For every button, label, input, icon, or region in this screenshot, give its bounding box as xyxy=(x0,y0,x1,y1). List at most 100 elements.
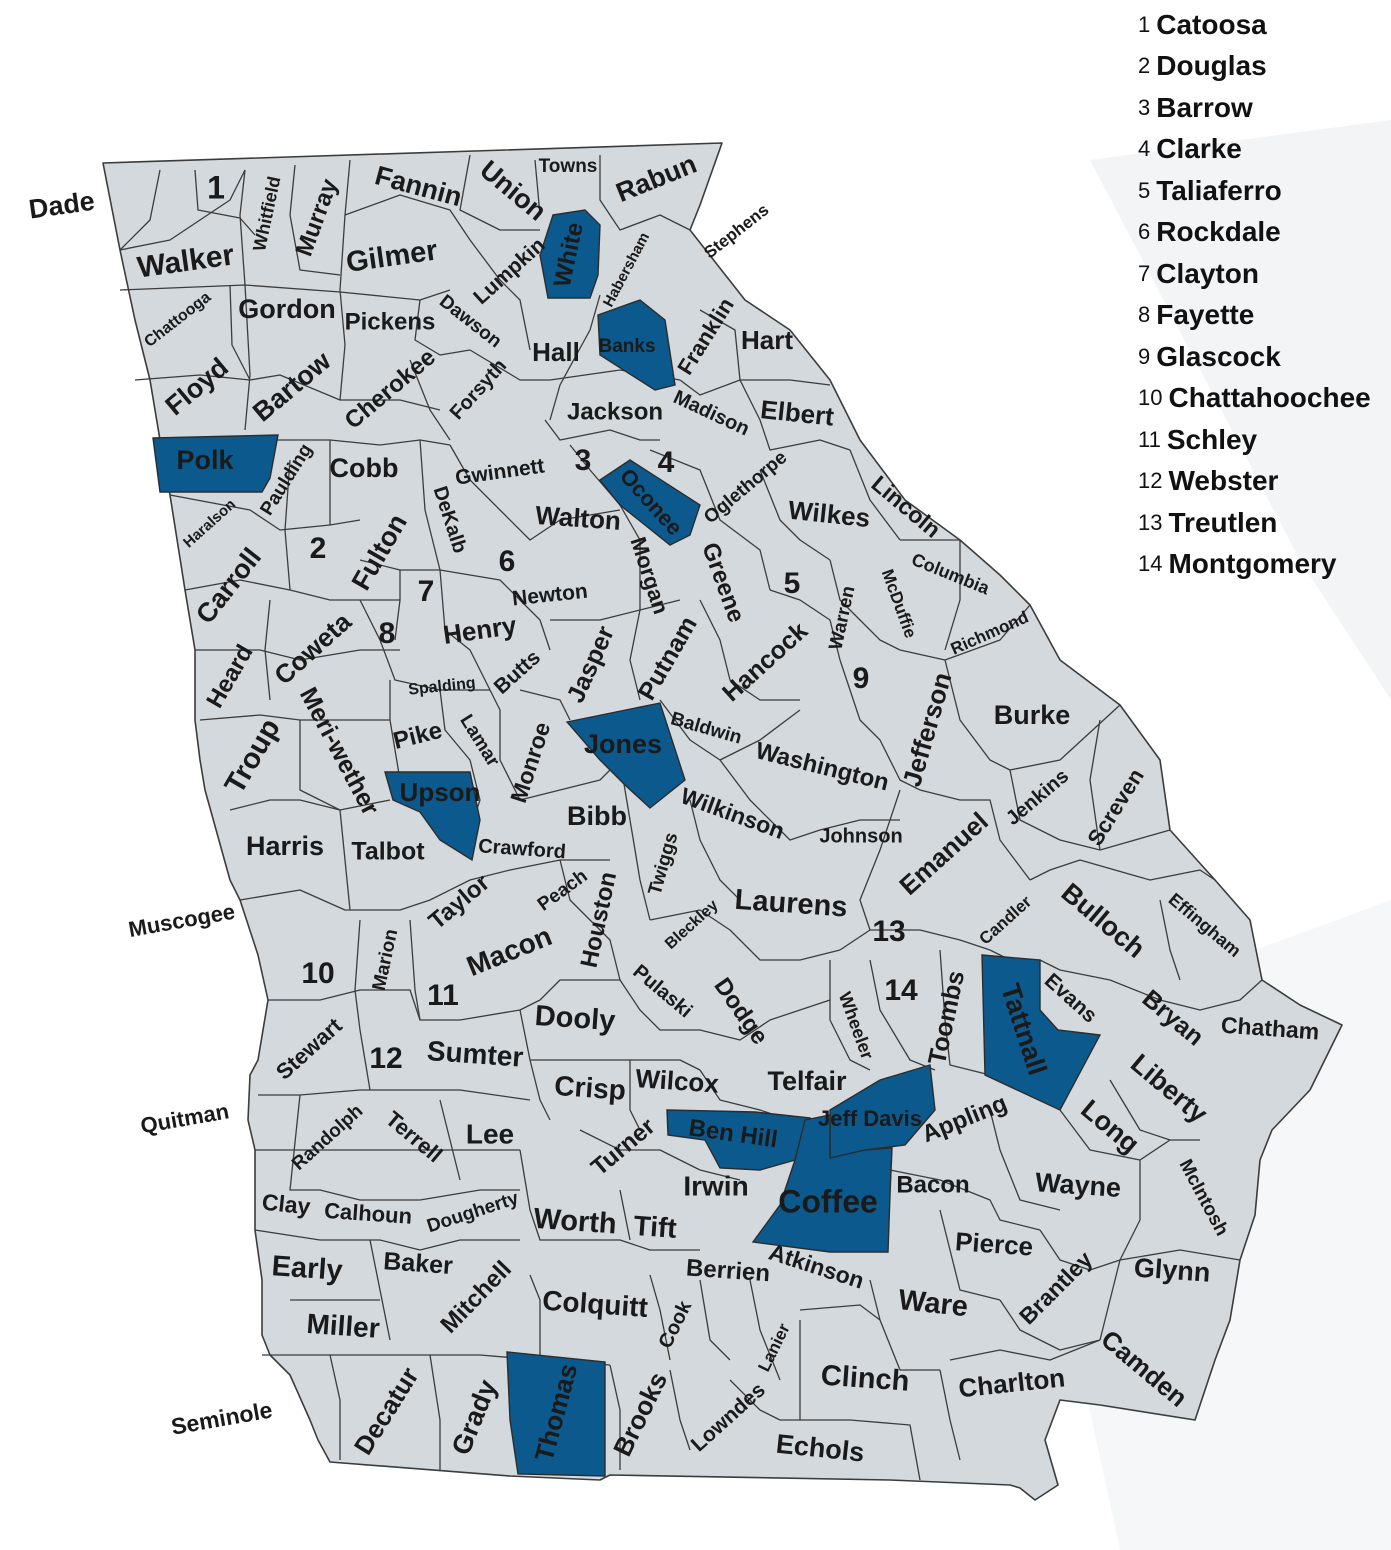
number-11: 11 xyxy=(427,979,459,1012)
label-johnson: Johnson xyxy=(819,825,902,847)
legend-county-name: Clarke xyxy=(1156,133,1242,165)
county-ben-hill xyxy=(666,1109,811,1171)
number-4: 4 xyxy=(658,446,675,479)
legend-number: 9 xyxy=(1138,343,1151,369)
label-coffee: Coffee xyxy=(778,1183,878,1219)
legend-number: 13 xyxy=(1138,509,1163,535)
label-baker: Baker xyxy=(382,1247,454,1280)
county-thomas xyxy=(506,1351,606,1477)
label-banks: Banks xyxy=(598,336,655,357)
legend-county-name: Fayette xyxy=(1156,299,1255,331)
label-worth: Worth xyxy=(532,1203,617,1241)
label-jones: Jones xyxy=(584,729,662,759)
label-upson: Upson xyxy=(400,777,481,807)
label-stephens: Stephens xyxy=(700,200,772,262)
label-sumter: Sumter xyxy=(426,1035,524,1073)
label-gordon: Gordon xyxy=(238,294,335,324)
county-tattnall xyxy=(981,954,1102,1111)
label-colquitt: Colquitt xyxy=(541,1285,649,1323)
label-wilcox: Wilcox xyxy=(634,1063,720,1099)
number-13: 13 xyxy=(872,915,905,948)
label-early: Early xyxy=(271,1250,344,1287)
legend-number: 5 xyxy=(1138,177,1151,203)
number-5: 5 xyxy=(784,567,801,600)
label-irwin: Irwin xyxy=(683,1170,748,1201)
legend-county-name: Taliaferro xyxy=(1156,174,1282,206)
number-7: 7 xyxy=(418,575,435,608)
number-14: 14 xyxy=(884,974,918,1007)
county-white xyxy=(539,209,601,299)
legend-county-name: Treutlen xyxy=(1168,506,1278,538)
legend-number: 7 xyxy=(1138,260,1151,286)
label-bibb: Bibb xyxy=(567,801,627,831)
label-hall: Hall xyxy=(532,337,580,367)
label-pickens: Pickens xyxy=(345,308,436,335)
county-banks xyxy=(597,299,676,391)
label-laurens: Laurens xyxy=(734,884,849,924)
label-dooly: Dooly xyxy=(534,1000,617,1038)
legend-county-name: Douglas xyxy=(1156,50,1267,82)
label-muscogee: Muscogee xyxy=(127,899,237,942)
label-wayne: Wayne xyxy=(1034,1167,1122,1203)
legend-number: 1 xyxy=(1138,11,1151,37)
label-hart: Hart xyxy=(741,325,793,355)
label-dade: Dade xyxy=(27,186,97,225)
number-10: 10 xyxy=(301,957,334,990)
legend-number: 11 xyxy=(1138,426,1161,452)
label-walton: Walton xyxy=(534,500,622,536)
label-burke: Burke xyxy=(994,700,1071,730)
label-miller: Miller xyxy=(306,1308,381,1344)
legend-county-name: Chattahoochee xyxy=(1168,382,1371,414)
label-towns: Towns xyxy=(539,156,598,177)
county-coffee xyxy=(751,1114,893,1253)
legend-number: 8 xyxy=(1138,302,1151,328)
legend-county-name: Glascock xyxy=(1156,340,1281,372)
label-clay: Clay xyxy=(261,1189,312,1220)
legend-number: 2 xyxy=(1138,53,1151,79)
legend-county-name: Catoosa xyxy=(1156,8,1267,40)
legend-county-name: Rockdale xyxy=(1156,216,1281,248)
label-berrien: Berrien xyxy=(685,1254,771,1287)
label-talbot: Talbot xyxy=(351,838,425,866)
county-oconee xyxy=(598,459,701,546)
label-harris: Harris xyxy=(246,831,324,861)
county-number-labels: 1 2 3 4 5 6 7 8 9 10 11 12 13 14 xyxy=(207,169,918,1074)
number-3: 3 xyxy=(575,444,592,477)
label-spalding: Spalding xyxy=(407,675,476,699)
label-lee: Lee xyxy=(466,1118,514,1149)
label-jackson: Jackson xyxy=(567,398,663,425)
number-8: 8 xyxy=(379,617,396,650)
label-cobb: Cobb xyxy=(330,453,399,483)
legend-number: 12 xyxy=(1138,468,1163,494)
number-6: 6 xyxy=(499,545,516,578)
label-crisp: Crisp xyxy=(553,1070,627,1106)
highlighted-counties xyxy=(152,209,1102,1477)
label-seminole: Seminole xyxy=(169,1396,274,1439)
legend-county-name: Montgomery xyxy=(1168,548,1337,580)
legend-county-name: Clayton xyxy=(1156,257,1259,289)
label-quitman: Quitman xyxy=(139,1098,231,1138)
number-9: 9 xyxy=(853,662,870,695)
label-glynn: Glynn xyxy=(1133,1252,1211,1287)
legend-number: 6 xyxy=(1138,219,1151,245)
label-telfair: Telfair xyxy=(767,1066,847,1096)
label-calhoun: Calhoun xyxy=(323,1198,413,1229)
legend-number: 14 xyxy=(1138,551,1163,577)
legend-county-name: Barrow xyxy=(1156,91,1253,123)
number-1: 1 xyxy=(207,169,225,205)
county-upson xyxy=(384,771,481,862)
